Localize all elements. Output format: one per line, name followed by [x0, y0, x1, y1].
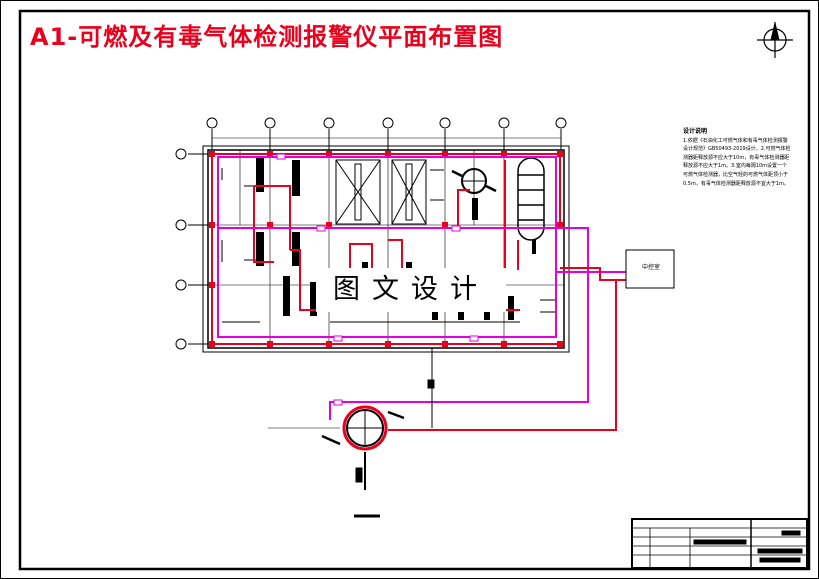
plan-detail-marks	[221, 168, 556, 323]
feeder-line	[427, 348, 435, 428]
detector-nodes	[209, 151, 563, 347]
grid-axis-left	[175, 148, 208, 350]
notes-title: 设计说明	[683, 128, 708, 135]
equipment-frames	[335, 159, 427, 225]
title-block	[631, 518, 808, 569]
control-room-label: 中控室	[641, 264, 660, 271]
design-notes: 设计说明 1.依据《石油化工可燃气体和有毒气体检测报警设计规范》GB50493-…	[683, 128, 791, 188]
building-walls	[202, 145, 570, 353]
alarm-wiring-magenta	[217, 156, 626, 420]
control-room	[625, 249, 675, 289]
watermark: 图文设计	[316, 268, 506, 312]
detector-wiring-red	[211, 153, 561, 345]
control-wiring-red	[388, 267, 626, 431]
north-arrow-icon	[757, 22, 793, 58]
drawing-frame	[18, 9, 811, 571]
drawing-title: A1-可燃及有毒气体检测报警仪平面布置图	[30, 23, 504, 51]
alarm-markers	[276, 153, 479, 406]
storage-tank	[268, 405, 405, 518]
inner-tank	[451, 168, 497, 194]
grid-axis-top	[206, 117, 567, 150]
notes-text: 1.依据《石油化工可燃气体和有毒气体检测报警设计规范》GB50493-2019设…	[683, 137, 791, 187]
